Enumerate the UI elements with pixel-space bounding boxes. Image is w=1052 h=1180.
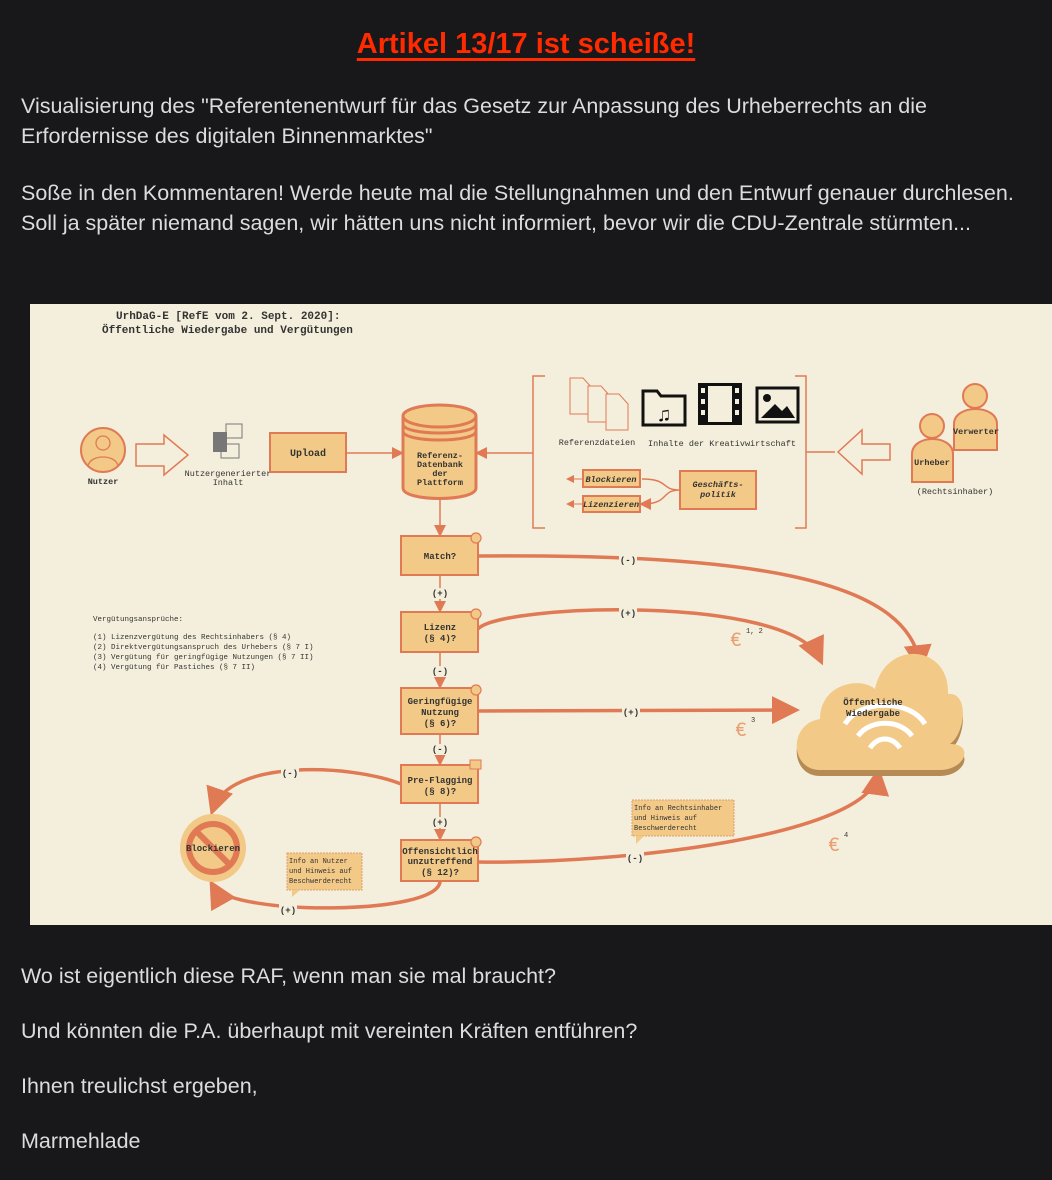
music-folder-icon: ♫ [641,389,687,428]
lizenz-box [400,611,479,653]
euro-note: 1, 2 [746,628,763,636]
media-files-icon [213,423,243,459]
blockieren-label: Blockieren [186,844,240,854]
verguetung-item: (2) Direktvergütungsanspruch des Urheber… [93,644,314,652]
euro-note: 4 [844,832,848,840]
database-label-2: Datenbank [417,460,463,470]
verwerter-person-icon [953,383,998,451]
info-nutzer-bubble: Info an Nutzer und Hinweis auf Beschwerd… [286,852,363,897]
geringfuegig-label-1: Geringfügige [408,697,473,707]
wiedergabe-label-1: Öffentliche [843,697,902,708]
rechtsinhaber-label: (Rechtsinhaber) [917,487,994,497]
euro-note: 3 [751,717,755,725]
blocked-icon [180,814,246,882]
match-label: Match? [424,552,456,562]
kreativwirtschaft-label: Inhalte der Kreativwirtschaft [648,439,796,449]
database-label-1: Referenz- [417,451,463,461]
offensichtlich-box [400,839,479,882]
urheber-label: Urheber [914,458,950,468]
geschaeftspolitik-label-2: politik [699,490,737,500]
ugc-label-1: Nutzergenerierter [185,469,272,479]
outro-paragraph-2: Und könnten die P.A. überhaupt mit verei… [21,1019,638,1043]
post-title: Artikel 13/17 ist scheiße! [356,28,696,60]
svg-text:♫: ♫ [658,405,670,428]
verguetung-item: (1) Lizenzvergütung des Rechtsinhabers (… [93,634,291,642]
diagram-title-2: Öffentliche Wiedergabe und Vergütungen [102,324,353,337]
outro-paragraph-1: Wo ist eigentlich diese RAF, wenn man si… [21,964,556,988]
lizenz-label-1: Lizenz [424,623,456,633]
outro-paragraph-3: Ihnen treulichst ergeben, [21,1074,258,1098]
image-icon [755,386,800,424]
euro-icon: € [828,835,840,858]
gear-icon [470,532,482,848]
verguetung-title: Vergütungsansprüche: [93,616,183,624]
match-box [400,535,479,576]
offensichtlich-minus-label: (-) [627,854,643,864]
upload-label: Upload [290,448,326,460]
svg-text:Beschwerderecht: Beschwerderecht [289,878,352,886]
euro-icon: € [735,720,747,743]
film-strip-icon [698,383,742,425]
nutzer-label: Nutzer [88,477,119,487]
svg-text:und Hinweis auf: und Hinweis auf [289,868,352,876]
intro-paragraph-2: Soße in den Kommentaren! Werde heute mal… [21,181,1014,235]
geschaeftspolitik-label-1: Geschäfts- [692,480,743,490]
match-plus-label: (+) [432,589,448,599]
hollow-arrow-left-icon [836,428,891,476]
offensichtlich-label-3: (§ 12)? [421,868,459,878]
geringfuegig-plus-label: (+) [623,708,639,718]
upload-box [269,432,347,473]
wiedergabe-label-2: Wiedergabe [846,709,900,719]
intro-paragraph-1: Visualisierung des "Referentenentwurf fü… [21,94,927,148]
svg-text:Info an Nutzer: Info an Nutzer [289,858,348,866]
info-rechtsinhaber-bubble: Info an Rechtsinhaber und Hinweis auf Be… [631,799,735,844]
svg-text:Info an Rechtsinhaber: Info an Rechtsinhaber [634,805,722,813]
svg-text:und Hinweis auf: und Hinweis auf [634,815,697,823]
signature: Marmehlade [21,1129,141,1153]
lizenz-label-2: (§ 4)? [424,634,456,644]
offensichtlich-label-1: Offensichtlich [402,847,478,857]
preflagging-minus-label: (-) [282,769,298,779]
verwerter-label: Verwerter [953,427,999,437]
reference-files-icon [569,377,629,431]
geringfuegig-minus-label: (-) [432,745,448,755]
referenzdateien-label: Referenzdateien [559,438,636,448]
diagram-title-1: UrhDaG-E [RefE vom 2. Sept. 2020]: [116,311,340,323]
svg-text:Beschwerderecht: Beschwerderecht [634,825,697,833]
geringfuegig-label-2: Nutzung [421,708,459,718]
verguetung-item: (3) Vergütung für geringfügige Nutzungen… [93,654,314,662]
content-bracket [532,375,835,529]
preflagging-plus-label: (+) [432,818,448,828]
database-icon [401,403,478,500]
user-icon [80,427,126,473]
hollow-arrow-right-icon [135,433,190,477]
database-label-4: Plattform [417,478,463,488]
lizenz-plus-label: (+) [620,609,636,619]
lizenz-minus-label: (-) [432,667,448,677]
hand-icon [469,759,482,770]
verguetung-item: (4) Vergütung für Pastiches (§ 7 II) [93,664,255,672]
ugc-label-2: Inhalt [213,478,244,488]
copyright-flow-diagram: UrhDaG-E [RefE vom 2. Sept. 2020]: Öffen… [30,304,1052,925]
match-minus-label: (-) [620,556,636,566]
euro-icon: € [730,630,742,653]
urheber-person-icon [911,413,954,483]
preflagging-label-2: (§ 8)? [424,787,456,797]
geringfuegig-box [400,687,479,735]
preflagging-box [400,764,479,804]
preflagging-label-1: Pre-Flagging [408,776,473,786]
geringfuegig-label-3: (§ 6)? [424,719,456,729]
offensichtlich-plus-label: (+) [280,906,296,916]
offensichtlich-label-2: unzutreffend [408,857,473,867]
blockieren-option: Blockieren [585,475,636,485]
cloud-broadcast-icon [796,653,965,776]
database-label-3: der [432,469,447,479]
lizenzieren-option: Lizenzieren [583,500,639,510]
